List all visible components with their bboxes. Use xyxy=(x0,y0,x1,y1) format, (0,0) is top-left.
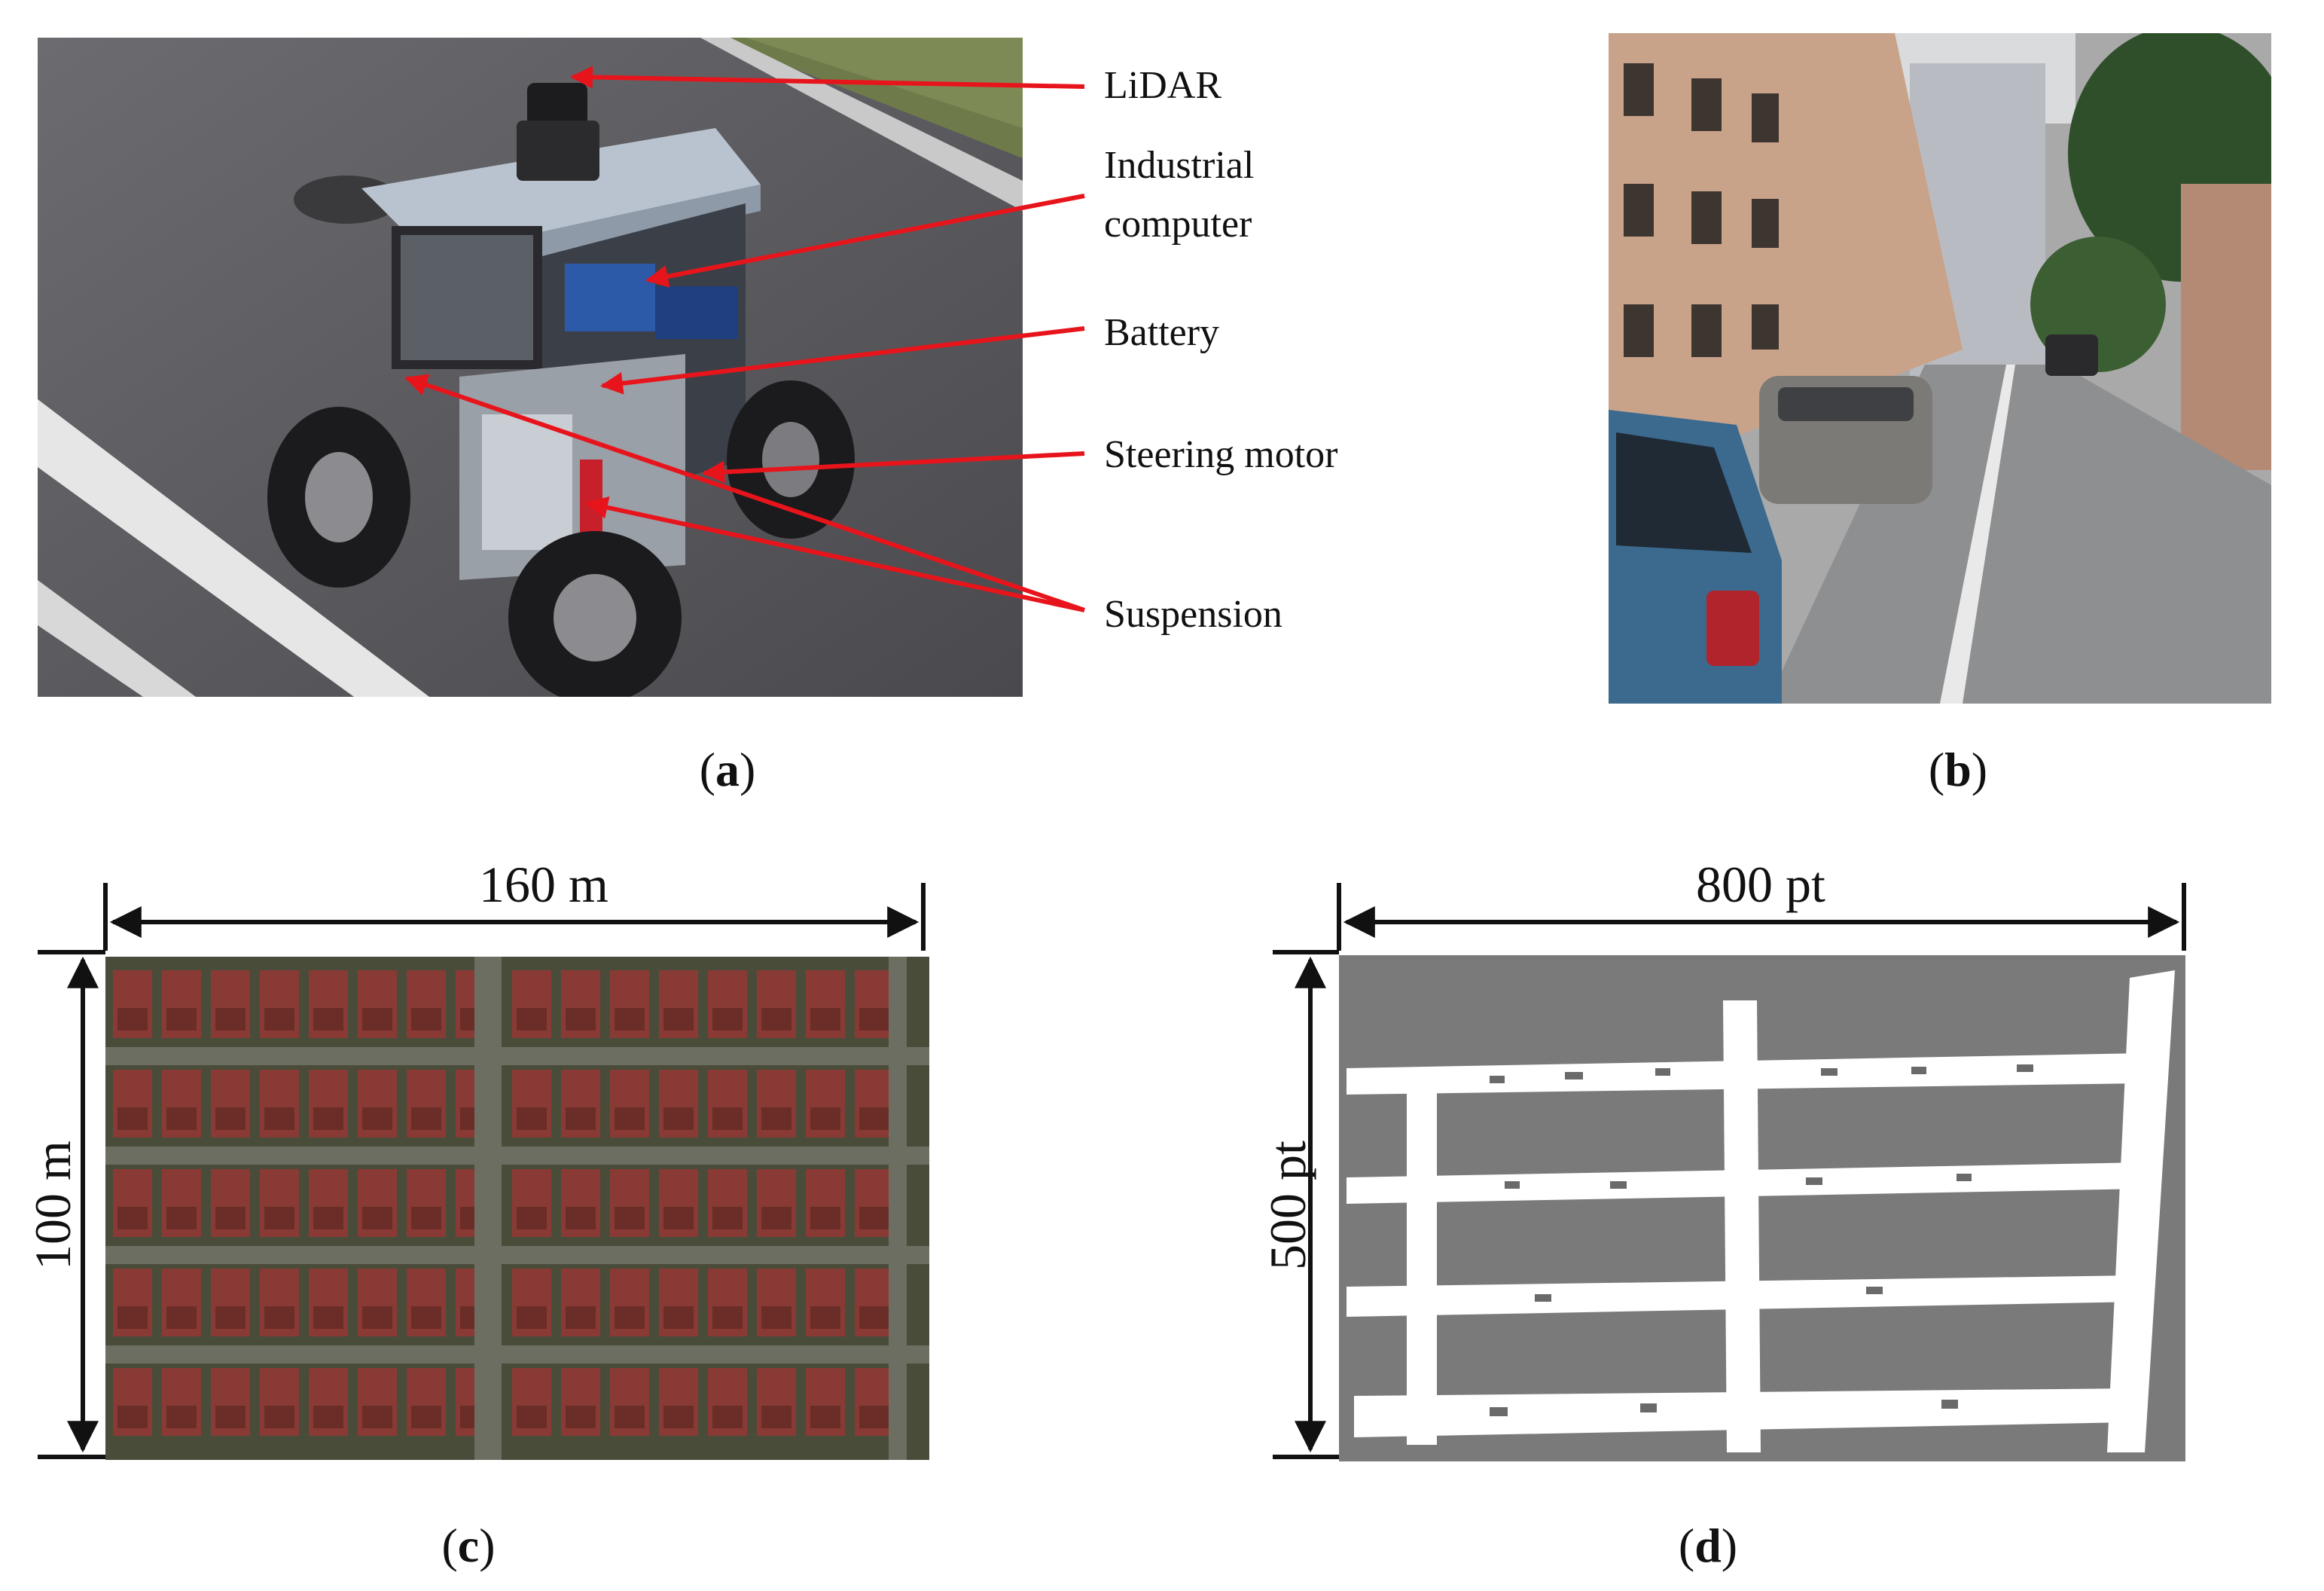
rooftop-shadow xyxy=(215,1008,246,1031)
rooftop-shadow xyxy=(615,1306,645,1329)
rooftop-shadow xyxy=(810,1406,840,1428)
dimension-width-c: 160 m xyxy=(479,856,608,913)
rooftop-shadow xyxy=(712,1306,743,1329)
rooftop-shadow xyxy=(566,1107,596,1130)
rooftop-shadow xyxy=(362,1306,392,1329)
label-steering-motor: Steering motor xyxy=(1104,433,1338,476)
rooftop-shadow xyxy=(215,1107,246,1130)
rooftop-shadow xyxy=(166,1008,197,1031)
rooftop-shadow xyxy=(566,1207,596,1229)
rooftop-shadow xyxy=(313,1306,343,1329)
rooftop-shadow xyxy=(313,1207,343,1229)
rooftop-shadow xyxy=(663,1207,694,1229)
rooftop-shadow xyxy=(313,1406,343,1428)
rooftop-shadow xyxy=(215,1406,246,1428)
rooftop-shadow xyxy=(362,1008,392,1031)
rooftop-shadow xyxy=(712,1107,743,1130)
rooftop-shadow xyxy=(215,1306,246,1329)
label-industrial: Industrial xyxy=(1104,144,1255,187)
rooftop-shadow xyxy=(517,1306,547,1329)
rooftop-shadow xyxy=(517,1008,547,1031)
rooftop-shadow xyxy=(761,1306,791,1329)
rooftop-shadow xyxy=(517,1207,547,1229)
rooftop-shadow xyxy=(761,1107,791,1130)
caption-b: (b) xyxy=(1928,743,1988,796)
rooftop-shadow xyxy=(362,1406,392,1428)
rooftop-shadow xyxy=(859,1406,889,1428)
rooftop-shadow xyxy=(663,1008,694,1031)
rooftop-shadow xyxy=(517,1406,547,1428)
rooftop-shadow xyxy=(166,1306,197,1329)
rooftop-shadow xyxy=(859,1207,889,1229)
rooftop-shadow xyxy=(712,1008,743,1031)
rooftop-shadow xyxy=(859,1008,889,1031)
road-strip xyxy=(474,957,502,1460)
rooftop-shadow xyxy=(264,1107,294,1130)
rooftop-shadow xyxy=(117,1008,148,1031)
rooftop-shadow xyxy=(761,1207,791,1229)
rooftop-shadow xyxy=(663,1107,694,1130)
satellite-image xyxy=(105,957,929,1460)
rooftop-shadow xyxy=(761,1008,791,1031)
rooftop-shadow xyxy=(166,1107,197,1130)
rooftop-shadow xyxy=(411,1207,441,1229)
rooftop-shadow xyxy=(712,1207,743,1229)
dimension-height-c: 100 m xyxy=(24,1141,81,1270)
rooftop-shadow xyxy=(117,1107,148,1130)
rooftop-shadow xyxy=(117,1406,148,1428)
rooftop-shadow xyxy=(517,1107,547,1130)
street-photo xyxy=(1609,33,2271,704)
rooftop-shadow xyxy=(810,1207,840,1229)
rooftop-shadow xyxy=(362,1107,392,1130)
rooftop-shadow xyxy=(761,1406,791,1428)
rooftop-shadow xyxy=(566,1008,596,1031)
rooftop-shadow xyxy=(810,1306,840,1329)
label-lidar: LiDAR xyxy=(1104,64,1221,107)
rooftop-shadow xyxy=(663,1406,694,1428)
rooftop-shadow xyxy=(117,1306,148,1329)
rooftop-shadow xyxy=(411,1406,441,1428)
rooftop-shadow xyxy=(264,1306,294,1329)
dimension-height-d: 500 pt xyxy=(1259,1141,1316,1270)
rooftop-shadow xyxy=(859,1107,889,1130)
rooftop-shadow xyxy=(615,1008,645,1031)
rooftop-shadow xyxy=(313,1008,343,1031)
rooftop-shadow xyxy=(411,1107,441,1130)
road-strip xyxy=(105,1246,929,1264)
occupancy-map xyxy=(1339,955,2185,1461)
label-computer: computer xyxy=(1104,203,1252,246)
rooftop-shadow xyxy=(362,1207,392,1229)
rooftop-shadow xyxy=(566,1406,596,1428)
rooftop-shadow xyxy=(663,1306,694,1329)
rooftop-shadow xyxy=(117,1207,148,1229)
rooftop-shadow xyxy=(264,1008,294,1031)
rooftop-shadow xyxy=(166,1207,197,1229)
rooftop-shadow xyxy=(615,1207,645,1229)
road-strip xyxy=(105,1345,929,1363)
label-suspension: Suspension xyxy=(1104,593,1282,636)
caption-a: (a) xyxy=(699,743,756,796)
road-strip xyxy=(105,1047,929,1065)
caption-c: (c) xyxy=(441,1519,496,1572)
road-strip xyxy=(105,1147,929,1165)
rooftop-shadow xyxy=(411,1306,441,1329)
rooftop-shadow xyxy=(712,1406,743,1428)
rooftop-shadow xyxy=(166,1406,197,1428)
road-strip xyxy=(889,957,907,1460)
rooftop-shadow xyxy=(264,1207,294,1229)
dimension-width-d: 800 pt xyxy=(1696,856,1825,913)
label-battery: Battery xyxy=(1104,311,1220,354)
rooftop-shadow xyxy=(411,1008,441,1031)
rooftop-shadow xyxy=(615,1107,645,1130)
rooftop-shadow xyxy=(615,1406,645,1428)
rooftop-shadow xyxy=(810,1107,840,1130)
rooftop-shadow xyxy=(215,1207,246,1229)
rooftop-shadow xyxy=(264,1406,294,1428)
caption-d: (d) xyxy=(1678,1519,1738,1572)
rooftop-shadow xyxy=(313,1107,343,1130)
rooftop-shadow xyxy=(566,1306,596,1329)
rooftop-shadow xyxy=(859,1306,889,1329)
robot-photo xyxy=(38,38,1023,697)
rooftop-shadow xyxy=(810,1008,840,1031)
